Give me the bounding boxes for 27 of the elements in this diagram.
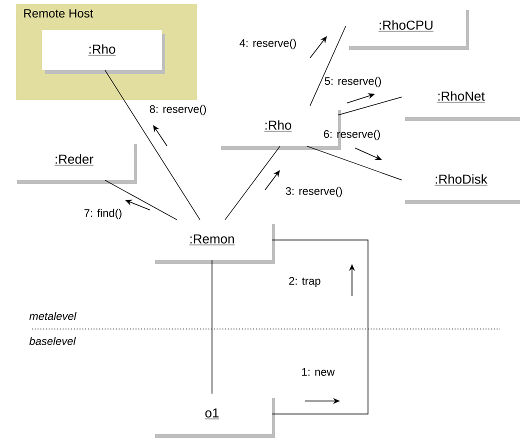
object-box: :RhoDisk xyxy=(402,160,520,204)
object-box: :RhoCPU xyxy=(346,6,469,50)
link-line xyxy=(104,180,178,220)
node-label: o1 xyxy=(205,408,219,418)
level-label: baselevel xyxy=(29,336,76,346)
message-label: 5: reserve() xyxy=(324,76,381,88)
object-box: :RhoNet xyxy=(402,77,520,121)
link-line xyxy=(224,146,280,220)
node-label: :RhoNet xyxy=(438,91,485,101)
message-label: 4: reserve() xyxy=(240,38,296,50)
link-line xyxy=(306,146,402,180)
message-label: 8: reserve() xyxy=(150,104,206,116)
message-label: 3: reserve() xyxy=(286,186,342,198)
message-label: 1: new xyxy=(302,368,335,376)
object-box: o1 xyxy=(152,394,275,438)
message-label: 2: trap xyxy=(289,277,320,287)
level-label: metalevel xyxy=(29,312,77,320)
link-line xyxy=(104,70,200,220)
object-box: :Rho xyxy=(42,30,165,74)
message-label: 7: find() xyxy=(84,208,122,220)
link-line xyxy=(310,26,346,106)
link-line xyxy=(338,96,402,116)
object-box: :Reder xyxy=(14,140,137,184)
message-label: 6: reserve() xyxy=(324,130,380,140)
object-box: :Remon xyxy=(152,220,275,264)
link-line xyxy=(272,240,368,414)
node-label: :Remon xyxy=(190,234,234,244)
